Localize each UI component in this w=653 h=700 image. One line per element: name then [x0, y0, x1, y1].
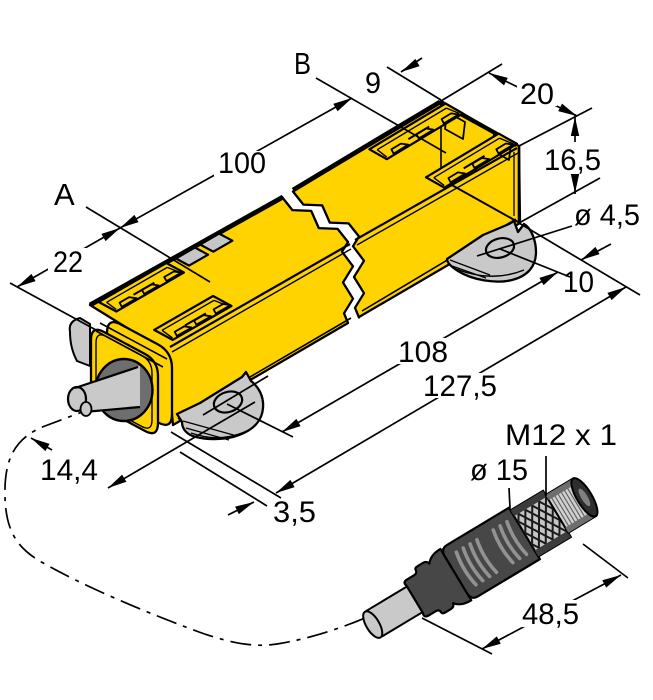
svg-text:A: A — [54, 177, 75, 212]
svg-text:ø 15: ø 15 — [470, 454, 528, 487]
svg-text:10: 10 — [563, 266, 594, 299]
svg-text:108: 108 — [398, 336, 448, 369]
svg-text:22: 22 — [53, 246, 83, 279]
svg-text:16,5: 16,5 — [544, 144, 601, 177]
svg-text:127,5: 127,5 — [423, 370, 497, 403]
svg-text:ø 4,5: ø 4,5 — [574, 199, 640, 232]
svg-text:100: 100 — [218, 147, 266, 180]
svg-text:M12 x 1: M12 x 1 — [505, 419, 617, 452]
svg-text:48,5: 48,5 — [522, 598, 579, 631]
svg-text:B: B — [294, 46, 311, 81]
svg-text:20: 20 — [520, 78, 554, 111]
svg-text:9: 9 — [365, 67, 381, 100]
svg-text:14,4: 14,4 — [40, 454, 98, 487]
svg-text:3,5: 3,5 — [273, 496, 316, 529]
